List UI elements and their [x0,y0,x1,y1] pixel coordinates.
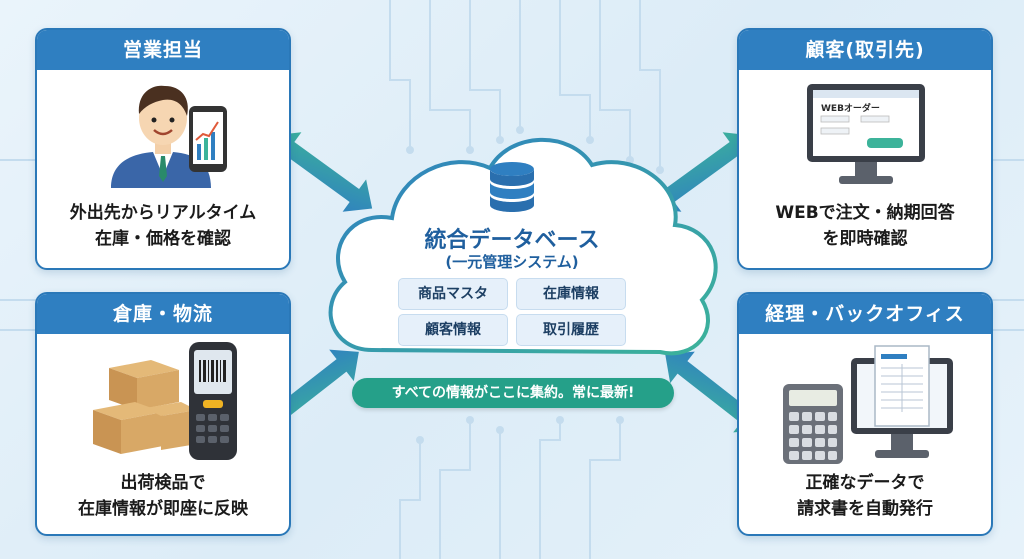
center-banner: すべての情報がここに集約。常に最新! [352,378,674,408]
chip-customer-info: 顧客情報 [398,314,508,346]
smartphone-icon [189,106,227,172]
card-sales-line-2: 在庫・価格を確認 [95,229,231,249]
card-warehouse-line-1: 出荷検品で [120,473,206,493]
chip-product-master: 商品マスタ [398,278,508,310]
card-accounting: 経理・バックオフィス [737,292,993,536]
card-sales: 営業担当 外出先からリアルタイム 在庫・価格を確認 [35,28,291,270]
database-icon [490,162,534,212]
barcode-scanner-icon [189,342,237,460]
card-customer: 顧客(取引先) WEBオーダー WEBで注文・納期回答 を即時確認 [737,28,993,270]
card-customer-line-1: WEBで注文・納期回答 [775,203,955,223]
card-accounting-line-1: 正確なデータで [805,473,925,493]
card-warehouse-line-2: 在庫情報が即座に反映 [78,499,248,519]
card-accounting-title: 経理・バックオフィス [739,294,991,334]
center-subtitle: (一元管理システム) [445,253,579,271]
boxes-icon [93,360,197,454]
card-warehouse: 倉庫・物流 [35,292,291,536]
chip-transaction-history: 取引履歴 [516,314,626,346]
invoice-icon [851,345,953,458]
salesperson-illustration [111,85,211,188]
card-customer-title: 顧客(取引先) [739,30,991,70]
card-warehouse-title: 倉庫・物流 [37,294,289,334]
monitor-icon [807,84,925,184]
card-customer-line-2: を即時確認 [822,229,908,249]
web-order-screen-title: WEBオーダー [821,104,880,114]
calculator-icon [783,384,843,464]
card-sales-line-1: 外出先からリアルタイム [69,203,257,223]
center-title: 統合データベース [424,228,600,253]
card-sales-title: 営業担当 [37,30,289,70]
card-accounting-line-2: 請求書を自動発行 [797,499,933,519]
chip-inventory: 在庫情報 [516,278,626,310]
